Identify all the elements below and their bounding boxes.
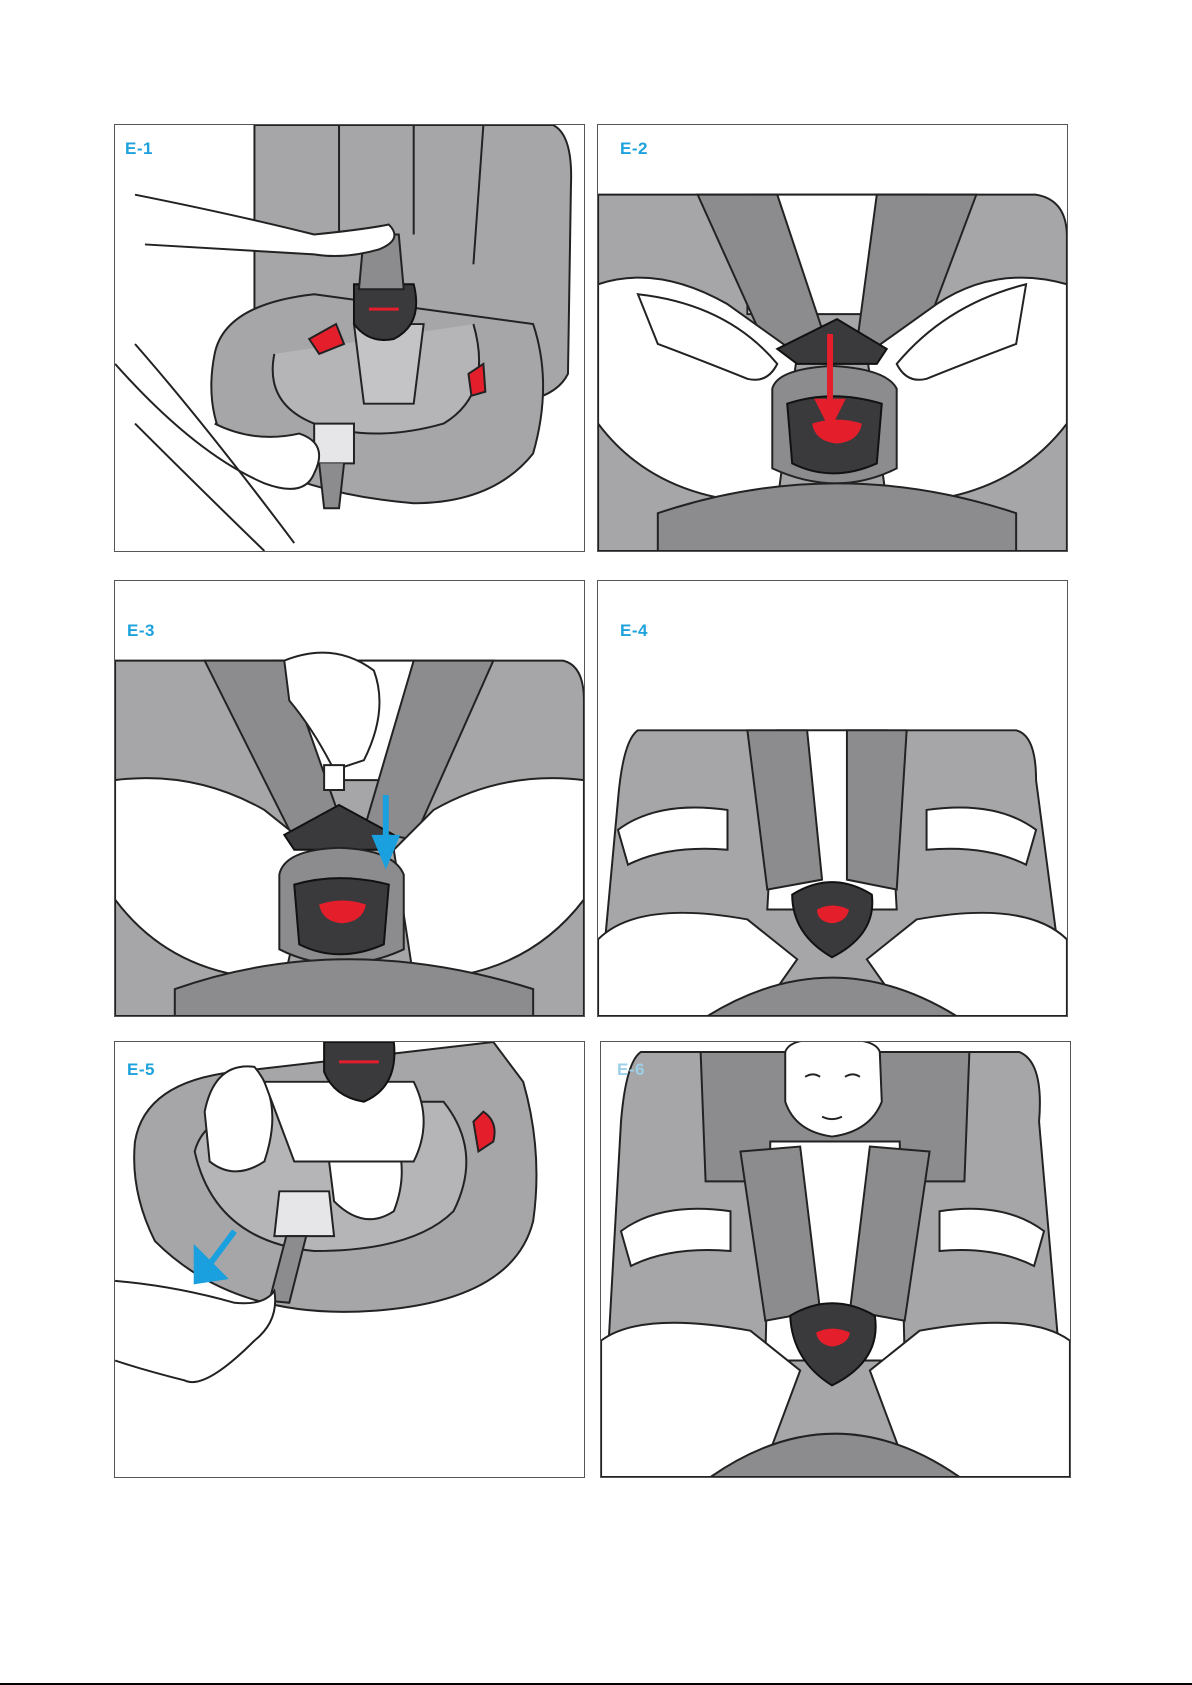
illustration-e2 — [598, 125, 1067, 551]
panel-label: E-1 — [125, 139, 153, 159]
panel-e3: E-3 — [114, 580, 585, 1017]
panel-e1: E-1 — [114, 124, 585, 552]
panel-label: E-5 — [127, 1060, 155, 1080]
panel-e6: E-6 — [600, 1041, 1071, 1478]
panel-e4: E-4 — [597, 580, 1068, 1017]
illustration-e5 — [115, 1042, 584, 1477]
panel-e5: E-5 — [114, 1041, 585, 1478]
panel-e2: E-2 — [597, 124, 1068, 552]
illustration-e1 — [115, 125, 584, 551]
panel-label: E-4 — [620, 621, 648, 641]
panel-label: E-2 — [620, 139, 648, 159]
face — [785, 1042, 882, 1137]
illustration-e3 — [115, 581, 584, 1016]
illustration-e6 — [601, 1042, 1070, 1477]
illustration-e4 — [598, 581, 1067, 1016]
panel-label: E-6 — [617, 1060, 645, 1080]
panel-label: E-3 — [127, 621, 155, 641]
